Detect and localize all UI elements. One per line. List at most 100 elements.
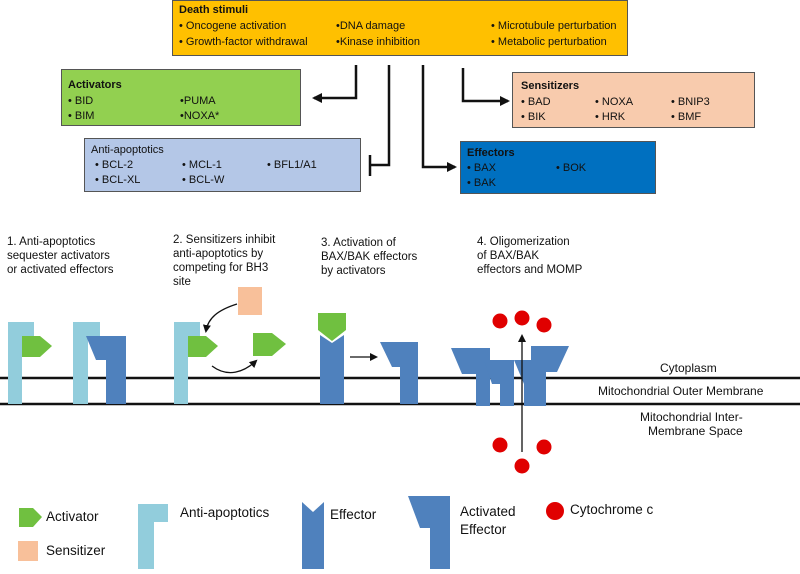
effector-item: • BAX (467, 162, 496, 174)
sensitizers-title: Sensitizers (521, 80, 580, 92)
step-3-caption: 3. Activation of BAX/BAK effectors by ac… (321, 236, 417, 278)
anti-apoptotic-shape (73, 322, 100, 404)
cytochrome-c-dot (514, 310, 530, 326)
cytochrome-c-dot (514, 458, 530, 474)
anti-apoptotic-item: • BFL1/A1 (267, 159, 317, 171)
flow-arrows (312, 65, 510, 176)
effectors-title: Effectors (467, 147, 515, 159)
sensitizer-shape (238, 287, 262, 315)
label-line: Activated (460, 504, 516, 519)
death-stimulus-item: •DNA damage (336, 20, 406, 32)
legend-activator-icon (19, 508, 42, 527)
death-stimulus-item: • Oncogene activation (179, 20, 287, 32)
legend-activator-label: Activator (46, 509, 99, 524)
arrow-sensitizer-to-anti-apoptotic (202, 303, 238, 333)
cytoplasm-label: Cytoplasm (660, 361, 717, 375)
activators-box: Activators • BID • BIM •PUMA •NOXA* (61, 69, 301, 126)
arrow-to-sensitizers (461, 68, 510, 106)
activated-effector-shape (86, 336, 126, 404)
death-stimulus-item: • Growth-factor withdrawal (179, 36, 308, 48)
sensitizer-item: • BNIP3 (671, 96, 710, 108)
label-line: Effector (460, 522, 507, 537)
outer-membrane-label: Mitochondrial Outer Membrane (598, 384, 764, 398)
inter-membrane-label: Mitochondrial Inter- Membrane Space (640, 410, 743, 438)
caption-line: effectors and MOMP (477, 264, 583, 276)
death-stimulus-item: •Kinase inhibition (336, 36, 420, 48)
caption-line: 2. Sensitizers inhibit (173, 234, 276, 246)
effector-shape (320, 335, 344, 404)
activated-effector-shape (451, 348, 490, 406)
anti-apoptotic-shape (8, 322, 34, 404)
activator-item: • BIM (68, 110, 95, 122)
anti-apoptotic-item: • MCL-1 (182, 159, 222, 171)
step-1-caption: 1. Anti-apoptotics sequester activators … (7, 235, 114, 277)
legend-effector-label: Effector (330, 507, 377, 522)
anti-apoptotic-shape (174, 322, 200, 404)
death-stimuli-box: Death stimuli • Oncogene activation • Gr… (172, 0, 628, 56)
activator-shape (188, 336, 218, 357)
legend-sensitizer-icon (18, 541, 38, 561)
anti-apoptotic-item: • BCL-2 (95, 159, 134, 171)
activator-shape (253, 333, 286, 356)
caption-line: site (173, 276, 191, 288)
anti-apoptotics-box: Anti-apoptotics • BCL-2 • BCL-XL • MCL-1… (84, 138, 361, 192)
sensitizer-item: • BMF (671, 111, 702, 123)
caption-line: 3. Activation of (321, 237, 396, 249)
activated-effector-shape (531, 346, 569, 406)
cytochrome-c-dot (536, 317, 552, 333)
cytochrome-c-dot (536, 439, 552, 455)
caption-line: of BAX/BAK (477, 250, 540, 262)
sensitizer-item: • HRK (595, 111, 626, 123)
cytochrome-c-dot (492, 313, 508, 329)
anti-apoptotic-item: • BCL-W (182, 174, 225, 186)
caption-line: competing for BH3 (173, 262, 269, 274)
caption-line: by activators (321, 265, 386, 277)
activated-effector-shape (484, 360, 514, 406)
caption-line: 4. Oligomerization (477, 236, 570, 248)
activator-item: •PUMA (180, 95, 216, 107)
effector-item: • BOK (556, 162, 587, 174)
arrow-to-activators (312, 65, 358, 103)
caption-line: or activated effectors (7, 264, 114, 276)
sensitizer-item: • BIK (521, 111, 546, 123)
cytochrome-c-dot (492, 437, 508, 453)
caption-line: anti-apoptotics by (173, 248, 264, 260)
activated-effector-shape (514, 360, 540, 406)
label-line: Membrane Space (648, 424, 743, 438)
activator-item: •NOXA* (180, 110, 220, 122)
caption-line: 1. Anti-apoptotics (7, 236, 96, 248)
label-line: Mitochondrial Inter- (640, 410, 743, 424)
step-2-caption: 2. Sensitizers inhibit anti-apoptotics b… (173, 233, 275, 289)
legend-cytochrome-icon (546, 502, 564, 520)
sensitizers-box: Sensitizers • BAD • BIK • NOXA • HRK • B… (512, 72, 755, 128)
effector-item: • BAK (467, 177, 496, 189)
caption-line: BAX/BAK effectors (321, 251, 418, 263)
activators-title: Activators (68, 79, 122, 91)
activated-effector-shape (380, 342, 418, 404)
legend-activated-effector-label: Activated Effector (460, 503, 516, 539)
death-stimuli-title: Death stimuli (179, 4, 249, 16)
caption-line: sequester activators (7, 250, 110, 262)
activator-shape (22, 336, 52, 357)
inhibit-anti-apoptotics (370, 65, 391, 167)
legend-sensitizer-label: Sensitizer (46, 543, 106, 558)
effectors-box: Effectors • BAX • BAK • BOK (460, 141, 656, 194)
step-4-caption: 4. Oligomerization of BAX/BAK effectors … (477, 235, 582, 277)
arrow-activator-released (211, 359, 258, 374)
activator-item: • BID (68, 95, 94, 107)
death-stimulus-item: • Metabolic perturbation (491, 36, 607, 48)
arrow-to-effectors (421, 65, 457, 172)
activator-shape (318, 313, 346, 341)
legend-anti-apoptotic-icon (138, 504, 168, 569)
anti-apoptotics-title: Anti-apoptotics (91, 144, 164, 156)
legend-cytochrome-label: Cytochrome c (570, 502, 654, 517)
legend-activated-effector-icon (408, 496, 450, 569)
death-stimulus-item: • Microtubule perturbation (491, 20, 617, 32)
legend-effector-icon (302, 502, 324, 569)
sensitizer-item: • BAD (521, 96, 551, 108)
anti-apoptotic-item: • BCL-XL (95, 174, 141, 186)
legend-anti-apoptotics-label: Anti-apoptotics (180, 505, 270, 520)
sensitizer-item: • NOXA (595, 96, 634, 108)
